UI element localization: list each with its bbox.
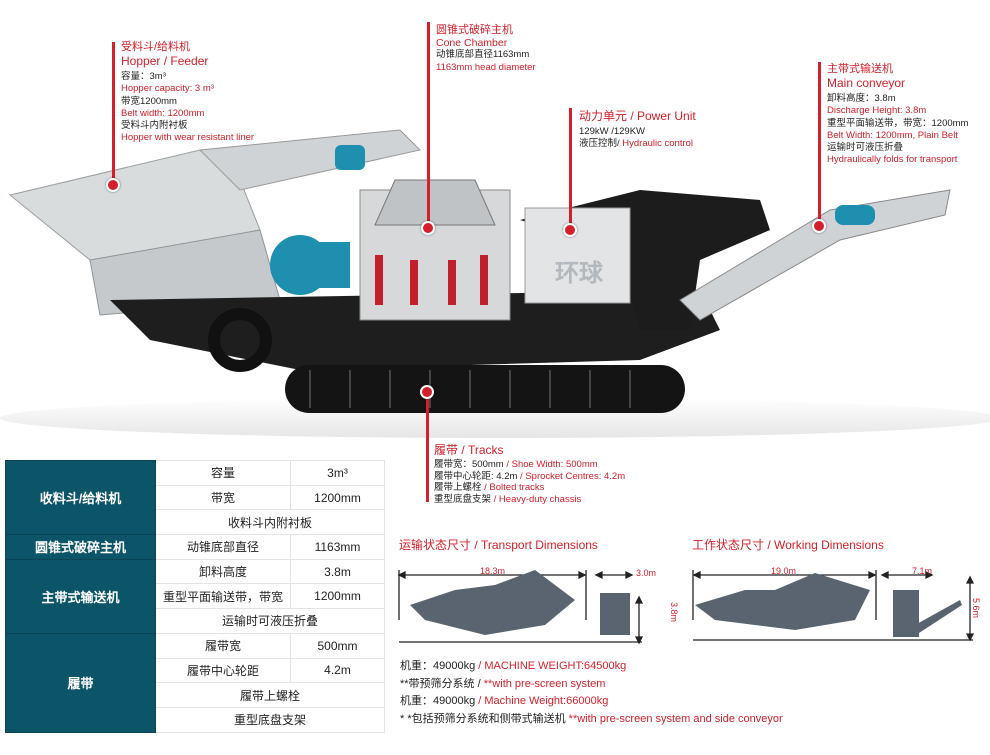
spec-value: 1163mm [290, 534, 385, 560]
spec-key: 履带中心轮距 [155, 657, 291, 684]
transport-length: 18.3m [480, 566, 506, 576]
power-line-cn: 液压控制/ [579, 138, 620, 150]
cone-title-cn: 圆锥式破碎主机 [436, 24, 513, 36]
conveyor-line: Discharge Height: 3.8m [827, 105, 927, 117]
cone-annotation: 圆锥式破碎主机 Cone Chamber 动锥底部直径1163mm 1163mm… [436, 24, 536, 74]
working-width: 7.1m [912, 566, 933, 576]
spec-key: 履带宽 [155, 632, 291, 659]
hopper-title-cn: 受料斗/给料机 [121, 41, 191, 53]
tracks-line-en: / Sprocket Centres: 4.2m [520, 470, 626, 482]
spec-key: 重型平面输送带，带宽 [155, 583, 291, 610]
transport-front-view [600, 593, 630, 635]
tracks-line-en: / Shoe Width: 500mm [506, 459, 598, 470]
conveyor-marker [812, 219, 826, 233]
hopper-line: Hopper with wear resistant liner [121, 132, 255, 144]
power-callout-line [569, 108, 572, 230]
group-cone: 圆锥式破碎主机 [5, 534, 156, 560]
weight-en: **with pre-screen system [480, 678, 606, 690]
hopper-line: Belt width: 1200mm [121, 107, 205, 119]
weight-line: **带预筛分系统 / **with pre-screen system [400, 675, 605, 691]
hopper-annotation: 受料斗/给料机 Hopper / Feeder 容量：3m³ Hopper ca… [121, 41, 254, 145]
tracks-callout-line [426, 392, 429, 502]
cone-title-en: Cone Chamber [436, 37, 508, 49]
cone-callout-line [427, 22, 430, 228]
spec-key: 容量 [155, 460, 291, 486]
conveyor-line: 重型平面输送带，带宽：1200mm [827, 117, 969, 129]
weight-line: 机重：49000kg / MACHINE WEIGHT:64500kg [400, 657, 626, 673]
brand-watermark: 环球 [555, 260, 603, 287]
spec-key: 带宽 [155, 484, 291, 511]
tracks-line-cn: 履带宽：500mm [434, 459, 504, 470]
spec-value: 1200mm [290, 583, 385, 610]
tracks-title: 履带 / Tracks [434, 443, 504, 457]
working-length: 19.0m [771, 566, 797, 576]
hopper-callout-line [112, 42, 115, 186]
conveyor-line: 卸料高度：3.8m [827, 93, 896, 104]
tracks-line-cn: 重型底盘支架 [434, 493, 492, 505]
weight-en: / Machine Weight:66000kg [475, 695, 609, 707]
conveyor-callout-line [818, 62, 821, 226]
power-marker [563, 223, 577, 237]
transport-side-view [410, 570, 575, 635]
spec-note: 履带上螺栓 [155, 682, 385, 708]
tracks-line-cn: 履带中心轮距: 4.2m [434, 470, 518, 482]
spec-note: 收料斗内附衬板 [155, 509, 385, 536]
power-annotation: 动力单元 / Power Unit 129kW /129KW 液压控制/ Hyd… [579, 109, 696, 151]
hopper-line: 容量：3m³ [121, 71, 166, 82]
power-title: 动力单元 / Power Unit [579, 109, 696, 123]
weight-en: **with pre-screen system and side convey… [565, 713, 783, 725]
weight-line: * *包括预筛分系统和侧带式输送机 **with pre-screen syst… [400, 710, 783, 726]
transport-height: 3.8m [669, 601, 680, 623]
tracks-marker [420, 385, 434, 399]
cone-line: 动锥底部直径1163mm [436, 49, 530, 61]
weight-cn: * *包括预筛分系统和侧带式输送机 [400, 713, 566, 725]
working-front-view [893, 590, 919, 637]
tracks-line-cn: 履带上螺栓 [434, 482, 482, 493]
conveyor-title-en: Main conveyor [827, 76, 906, 90]
tracks-annotation: 履带 / Tracks 履带宽：500mm / Shoe Width: 500m… [434, 443, 625, 505]
dimension-drawings [397, 570, 975, 645]
power-line: 129kW /129KW [579, 126, 645, 137]
group-hopper: 收料斗/给料机 [5, 459, 156, 536]
group-tracks: 履带 [5, 632, 156, 733]
tracks-line-en: / Bolted tracks [484, 482, 545, 493]
hopper-line: Hopper capacity: 3 m³ [121, 83, 214, 95]
spec-key: 动锥底部直径 [155, 534, 291, 560]
spec-key: 卸料高度 [155, 558, 291, 585]
group-conveyor: 主带式输送机 [5, 558, 156, 634]
spec-note: 运输时可液压折叠 [155, 608, 385, 634]
tracks-line-en: / Heavy-duty chassis [493, 493, 582, 505]
working-height: 5.6m [971, 597, 982, 619]
cone-line: 1163mm head diameter [436, 61, 536, 73]
spec-note: 重型底盘支架 [155, 706, 385, 733]
conveyor-annotation: 主带式输送机 Main conveyor 卸料高度：3.8m Discharge… [827, 63, 968, 167]
weight-en: / MACHINE WEIGHT:64500kg [475, 660, 627, 672]
hopper-line: 带宽1200mm [121, 95, 177, 107]
conveyor-title-cn: 主带式输送机 [827, 63, 893, 75]
spec-value: 3.8m [290, 558, 385, 585]
conveyor-line: Belt Width: 1200mm, Plain Belt [827, 129, 958, 141]
spec-value: 1200mm [290, 484, 385, 511]
hopper-marker [106, 178, 120, 192]
weight-line: 机重：49000kg / Machine Weight:66000kg [400, 692, 608, 708]
conveyor-line: 运输时可液压折叠 [827, 142, 904, 154]
conveyor-line: Hydraulically folds for transport [827, 154, 958, 166]
transport-width: 3.0m [636, 568, 657, 578]
spec-value: 4.2m [290, 657, 385, 684]
hopper-title-en: Hopper / Feeder [121, 54, 209, 68]
mobile-cone-crusher-illustration [0, 129, 990, 438]
hopper-line: 受料斗内附衬板 [121, 120, 188, 132]
spec-value: 500mm [290, 632, 385, 659]
cone-marker [421, 221, 435, 235]
weight-cn: **带预筛分系统 / [400, 678, 481, 690]
spec-value: 3m³ [290, 460, 385, 486]
working-dimensions-title: 工作状态尺寸 / Working Dimensions [692, 538, 884, 552]
working-side-view [695, 573, 870, 630]
power-line-en: Hydraulic control [622, 138, 694, 150]
weight-cn: 机重：49000kg [400, 660, 476, 672]
transport-dimensions-title: 运输状态尺寸 / Transport Dimensions [399, 538, 598, 552]
weight-cn: 机重：49000kg [400, 695, 476, 707]
